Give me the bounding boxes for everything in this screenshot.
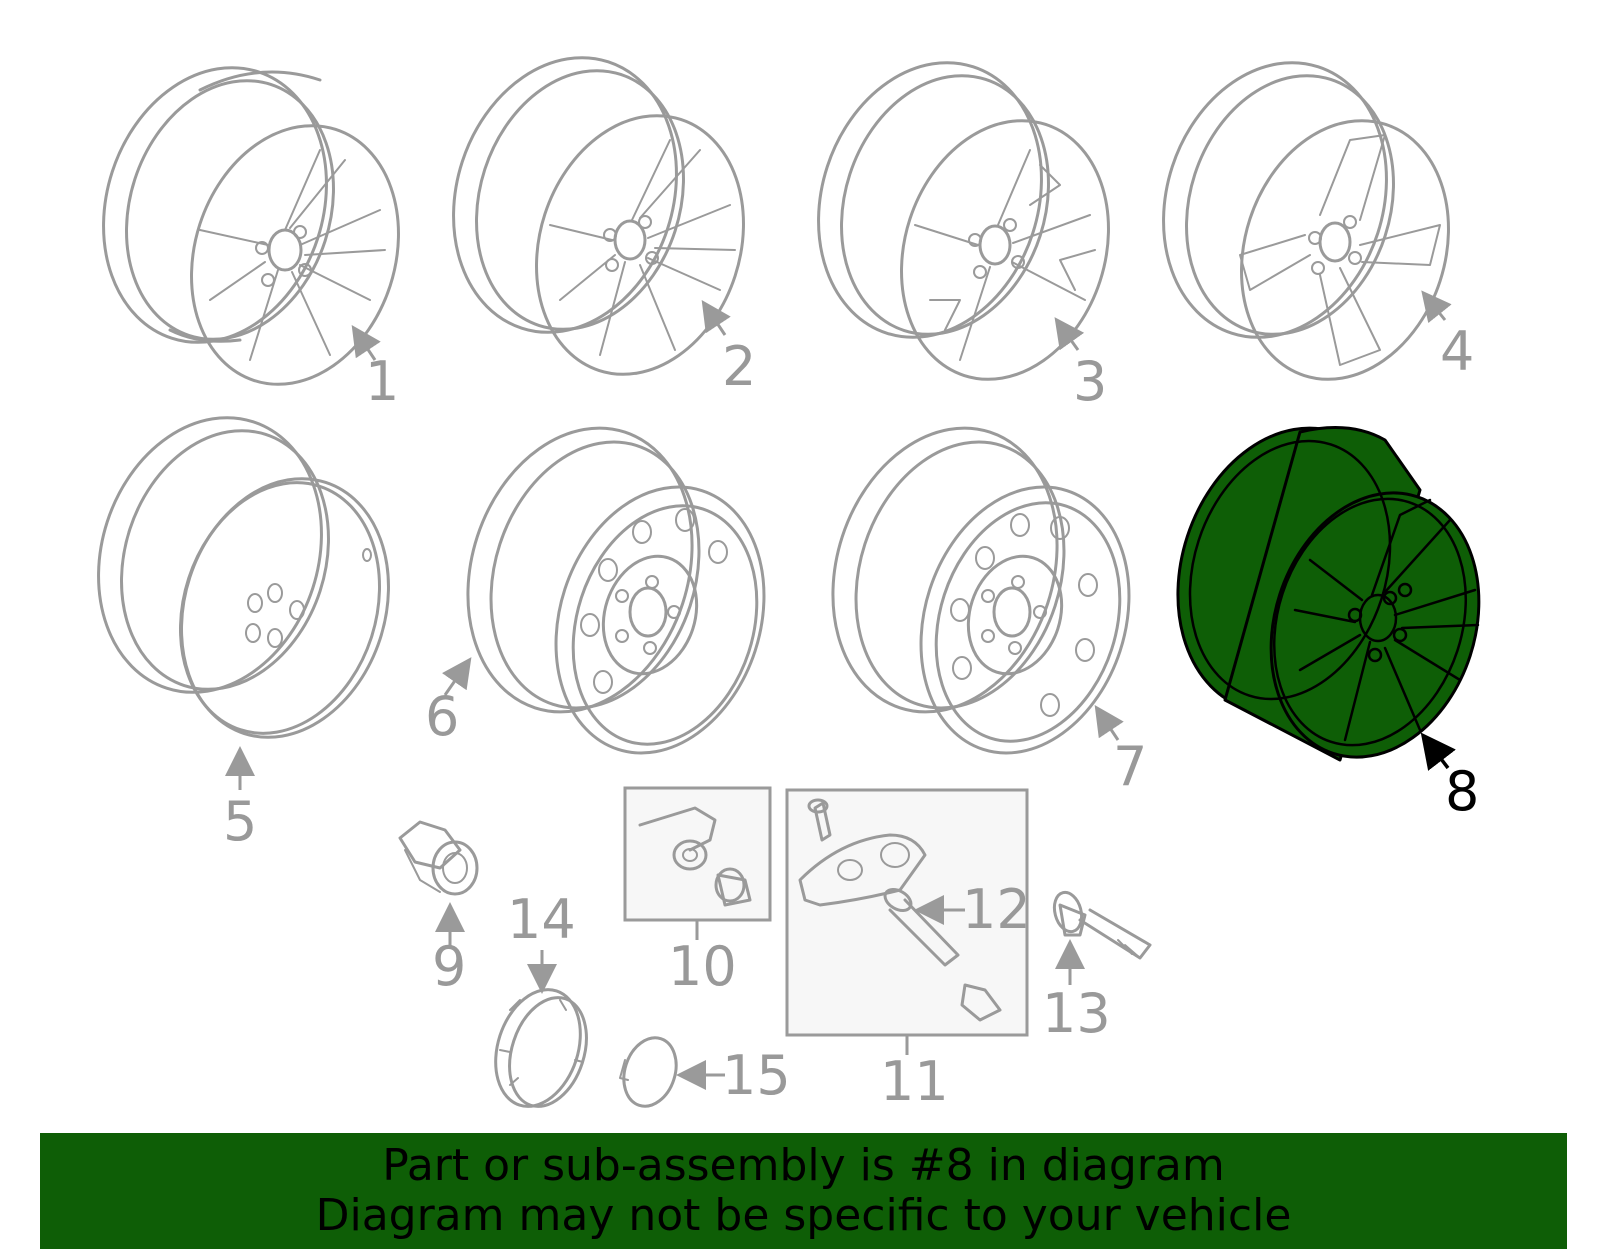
- lug-nut-part-9[interactable]: [398, 820, 479, 896]
- wheel-6[interactable]: [432, 399, 797, 781]
- callout-9: 9: [432, 935, 466, 998]
- callout-4: 4: [1440, 320, 1474, 383]
- small-cap-part-15[interactable]: [615, 1031, 684, 1113]
- callout-14: 14: [507, 888, 576, 951]
- callout-12: 12: [962, 878, 1031, 941]
- wheel-3[interactable]: [784, 33, 1141, 406]
- callout-15: 15: [722, 1044, 791, 1107]
- banner-line-2: Diagram may not be specific to your vehi…: [315, 1190, 1292, 1241]
- wheel-8-highlighted[interactable]: [1142, 399, 1511, 785]
- wheel-5[interactable]: [64, 388, 421, 764]
- banner-line-1: Part or sub-assembly is #8 in diagram: [382, 1140, 1225, 1191]
- callout-11: 11: [880, 1050, 949, 1113]
- wheel-7[interactable]: [797, 399, 1162, 781]
- callout-7: 7: [1113, 735, 1147, 798]
- callout-13: 13: [1042, 982, 1111, 1045]
- valve-stem-kit-part-10[interactable]: [623, 786, 772, 922]
- callout-5: 5: [223, 790, 257, 853]
- notice-banner: Part or sub-assembly is #8 in diagram Di…: [40, 1133, 1567, 1249]
- callout-3: 3: [1073, 350, 1107, 413]
- wheel-1[interactable]: [69, 38, 431, 411]
- callout-10: 10: [668, 935, 737, 998]
- callout-6: 6: [425, 685, 459, 748]
- tpms-kit-part-11[interactable]: [785, 788, 1029, 1037]
- center-cap-part-14[interactable]: [481, 979, 599, 1118]
- callout-1: 1: [365, 350, 399, 413]
- valve-stem-part-13[interactable]: [1050, 889, 1152, 960]
- callout-2: 2: [722, 335, 756, 398]
- wheel-4[interactable]: [1129, 33, 1481, 406]
- callout-8: 8: [1445, 760, 1479, 823]
- wheel-2[interactable]: [419, 28, 776, 401]
